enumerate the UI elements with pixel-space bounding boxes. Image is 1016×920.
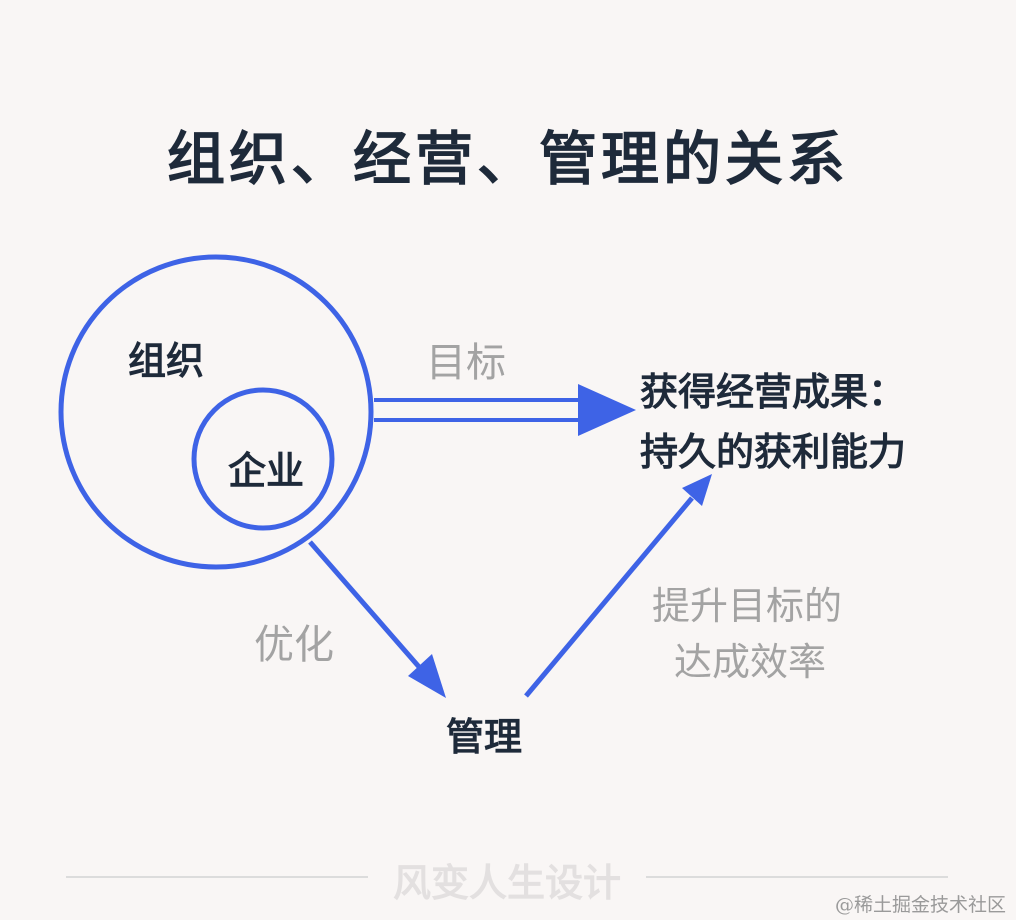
efficiency-arrow [524,474,712,698]
footer-credit: 风变人生设计 [392,861,621,905]
page-title: 组织、经营、管理的关系 [166,125,849,193]
result-label-line2: 持久的获利能力 [640,430,907,474]
efficiency-label-line1: 提升目标的 [652,584,843,628]
organization-circle [58,254,374,570]
footer-divider-left [66,876,368,878]
management-label: 管理 [446,715,523,759]
result-label: 获得经营成果： 持久的获利能力 [640,362,906,482]
optimize-label: 优化 [254,622,334,668]
result-label-line1: 获得经营成果： [640,370,907,414]
efficiency-label: 提升目标的 达成效率 [652,578,842,690]
watermark: @稀土掘金技术社区 [834,894,1006,916]
organization-label: 组织 [128,339,205,383]
goal-label: 目标 [426,340,506,386]
enterprise-label: 企业 [228,449,305,493]
footer-divider-right [646,876,948,878]
optimize-arrow [308,540,446,698]
enterprise-circle [191,387,335,531]
goal-arrow [374,384,636,436]
efficiency-label-line2: 达成效率 [674,640,827,684]
